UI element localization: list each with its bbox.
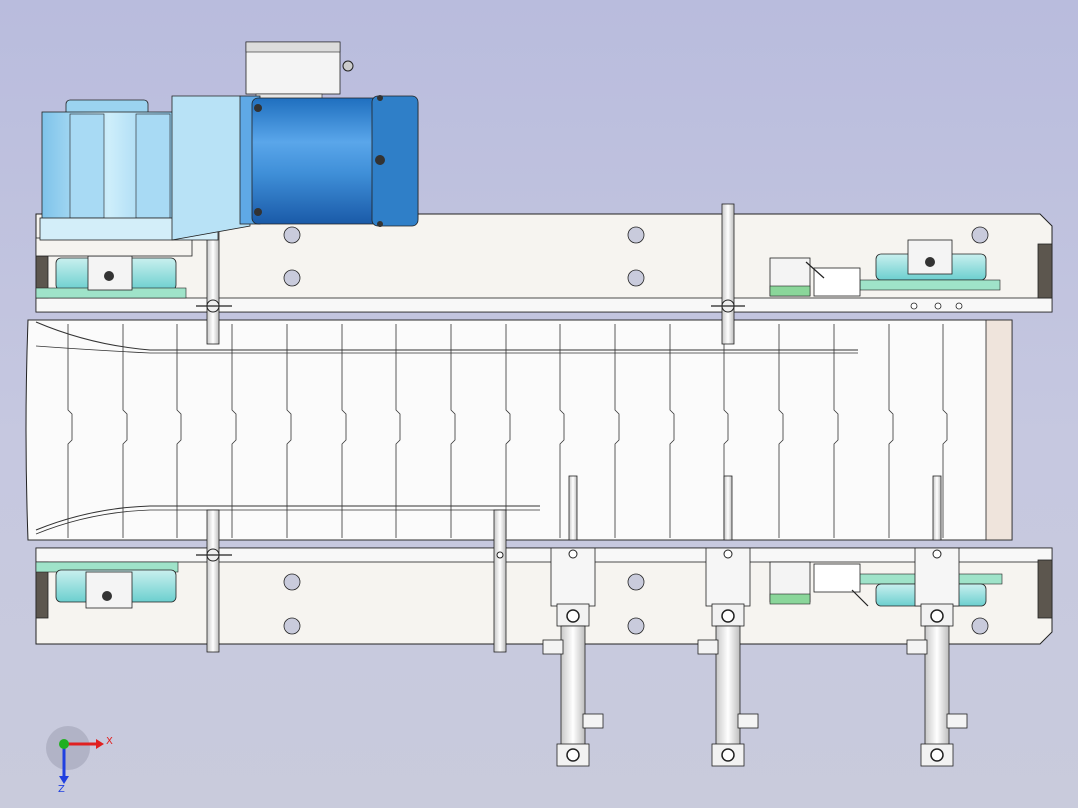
coordinate-triad-icon: X Z <box>46 726 113 795</box>
belt-slat-edge <box>395 324 401 538</box>
belt-slat-edge <box>778 324 784 538</box>
belt-slat-edge <box>833 324 839 538</box>
bearing-block-top-right <box>859 239 1001 291</box>
terminal-box <box>245 41 354 103</box>
limit-switch-top <box>769 257 861 297</box>
frame-holes-top <box>283 226 989 287</box>
belt-slat-edge <box>176 324 182 538</box>
cylinder-unit <box>906 475 968 767</box>
bottom-side-frame[interactable] <box>35 547 1053 645</box>
belt-slat-edge <box>450 324 456 538</box>
belt-slat-edge <box>614 324 620 538</box>
cylinder-unit <box>542 475 604 767</box>
gearbox <box>39 95 251 241</box>
bearing-block-top-left <box>35 255 187 299</box>
belt-slat-edge <box>231 324 237 538</box>
end-cap-bottom-right <box>1037 559 1053 619</box>
belt-slat-edge <box>723 324 729 538</box>
pneumatic-cylinders <box>542 475 968 767</box>
motor-body <box>239 95 419 227</box>
top-side-frame[interactable] <box>35 213 1053 313</box>
end-cap-top-right <box>1037 243 1053 299</box>
belt-slat-edge <box>67 324 73 538</box>
belt-slat-edge <box>559 324 565 538</box>
limit-switch-bottom <box>769 561 869 607</box>
frame-holes-bottom <box>283 573 989 635</box>
belt-segment-lines <box>67 324 948 538</box>
belt-slat-edge <box>942 324 948 538</box>
conveyor-belt[interactable] <box>25 319 1013 541</box>
belt-slat-edge <box>669 324 675 538</box>
bearing-block-bottom-left <box>35 561 179 609</box>
belt-slat-edge <box>122 324 128 538</box>
belt-slat-edge <box>505 324 511 538</box>
axis-x-label: X <box>106 736 113 747</box>
cylinder-unit <box>697 475 759 767</box>
drive-motor-assembly[interactable] <box>35 41 419 257</box>
belt-slat-edge <box>341 324 347 538</box>
axis-z-label: Z <box>58 784 65 795</box>
belt-slat-edge <box>286 324 292 538</box>
belt-slat-edge <box>888 324 894 538</box>
